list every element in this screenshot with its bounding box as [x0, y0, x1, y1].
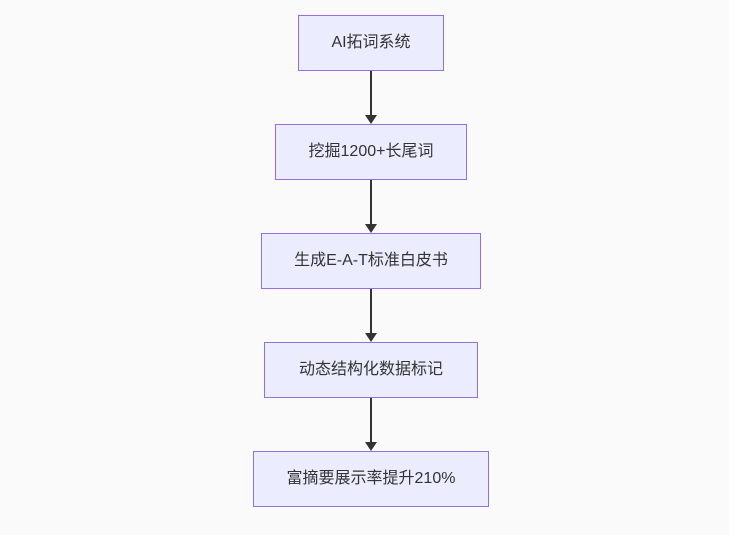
arrow-line [370, 180, 372, 224]
node-rich-snippet-result: 富摘要展示率提升210% [253, 451, 489, 507]
arrow-line [370, 71, 372, 115]
arrow-connector [365, 71, 377, 124]
node-label: 生成E-A-T标准白皮书 [294, 252, 448, 269]
arrowhead-down-icon [365, 333, 377, 342]
node-label: 挖掘1200+长尾词 [308, 143, 434, 160]
node-eat-whitepaper: 生成E-A-T标准白皮书 [261, 233, 481, 289]
arrow-connector [365, 398, 377, 451]
arrowhead-down-icon [365, 442, 377, 451]
node-label: 动态结构化数据标记 [298, 361, 443, 378]
node-ai-keyword-system: AI拓词系统 [298, 15, 444, 71]
node-label: 富摘要展示率提升210% [286, 470, 456, 487]
node-structured-data-markup: 动态结构化数据标记 [264, 342, 478, 398]
arrow-line [370, 398, 372, 442]
arrowhead-down-icon [365, 224, 377, 233]
arrow-connector [365, 289, 377, 342]
arrowhead-down-icon [365, 115, 377, 124]
arrow-line [370, 289, 372, 333]
node-longtail-mining: 挖掘1200+长尾词 [275, 124, 467, 180]
node-label: AI拓词系统 [331, 34, 411, 51]
arrow-connector [365, 180, 377, 233]
